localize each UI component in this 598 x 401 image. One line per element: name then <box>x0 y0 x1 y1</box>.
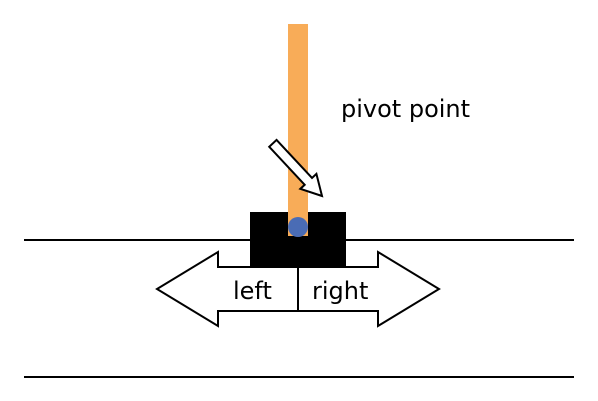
right-label: right <box>312 277 368 305</box>
pivot-pointer-arrow <box>267 138 324 198</box>
left-arrow-shape <box>155 250 299 328</box>
left-label: left <box>233 277 272 305</box>
pivot-dot <box>288 217 308 237</box>
right-arrow-shape <box>297 250 441 328</box>
pole <box>288 24 308 236</box>
pivot-point-label: pivot point <box>341 95 470 123</box>
